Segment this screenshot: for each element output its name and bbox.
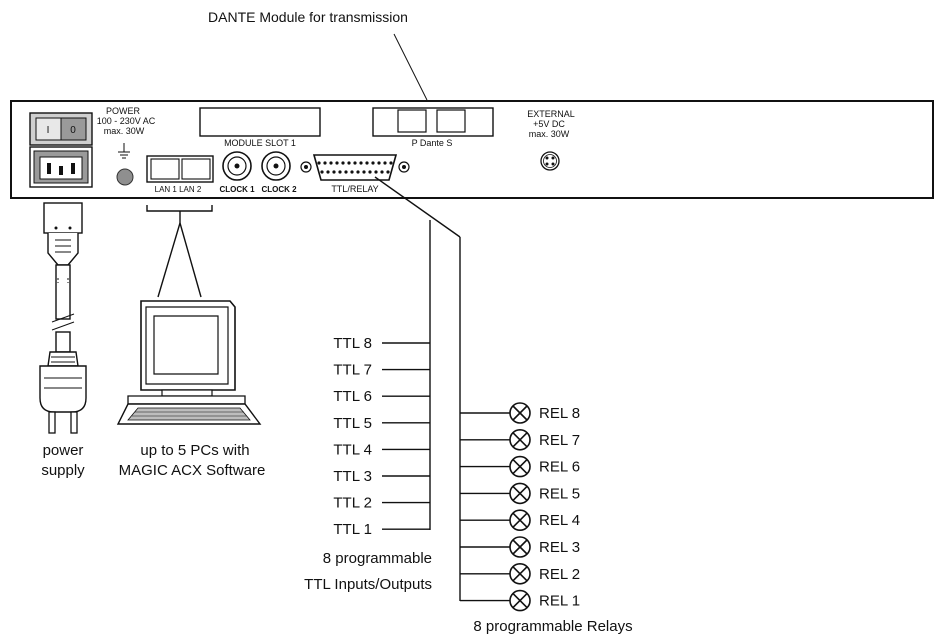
relay-bus-feed — [374, 176, 461, 238]
relay-lamp-icon — [509, 509, 531, 532]
relay-label: REL 2 — [539, 566, 580, 583]
relay-label: REL 1 — [539, 593, 580, 610]
module-slot-1 — [199, 107, 321, 137]
relay-lamp-icon — [509, 428, 531, 451]
relay-label: REL 4 — [539, 512, 580, 529]
relay-row: REL 2 — [460, 562, 580, 585]
clock-1-label: CLOCK 1 — [219, 185, 255, 194]
relay-row: REL 3 — [460, 536, 580, 558]
ttl-caption-2: TTL Inputs/Outputs — [304, 576, 432, 593]
clock-2-connector[interactable] — [261, 151, 291, 181]
ttl-row: TTL 7 — [333, 362, 430, 379]
ttl-label: TTL 1 — [333, 521, 372, 538]
ttl-label: TTL 6 — [333, 388, 372, 405]
relay-caption: 8 programmable Relays — [473, 618, 632, 635]
ground-icon — [118, 143, 130, 159]
dante-module-callout: DANTE Module for transmission — [208, 9, 408, 25]
relay-lamp-icon — [509, 455, 531, 478]
ttl-row: TTL 8 — [333, 335, 430, 352]
ground-terminal — [116, 168, 134, 186]
clock-1-connector[interactable] — [222, 151, 252, 181]
relay-row: REL 8 — [460, 402, 580, 424]
power-supply-label-1: power — [43, 442, 84, 459]
relay-lamp-icon — [509, 562, 531, 585]
relay-label: REL 3 — [539, 539, 580, 556]
ttl-label: TTL 5 — [333, 415, 372, 432]
switch-on-label: I — [47, 125, 50, 136]
pcs-label-2: MAGIC ACX Software — [119, 462, 266, 479]
ttl-row: TTL 5 — [333, 415, 430, 432]
power-title: POWER — [106, 106, 141, 116]
relay-label: REL 7 — [539, 432, 580, 449]
relay-lamp-icon — [509, 536, 531, 558]
external-max: max. 30W — [529, 129, 570, 139]
external-voltage: +5V DC — [533, 119, 565, 129]
relay-row: REL 6 — [460, 455, 580, 478]
ttl-label: TTL 2 — [333, 495, 372, 512]
power-max: max. 30W — [104, 126, 145, 136]
external-power-connector — [540, 151, 560, 171]
ttl-row: TTL 4 — [333, 441, 430, 458]
ttl-row: TTL 6 — [333, 388, 430, 405]
relay-row: REL 5 — [460, 482, 580, 505]
pcs-label-1: up to 5 PCs with — [140, 442, 249, 459]
relay-label: REL 8 — [539, 405, 580, 422]
power-inlet — [29, 146, 93, 188]
ttl-relay-connector[interactable] — [300, 154, 410, 181]
relay-lamp-icon — [509, 402, 531, 424]
switch-off-label: 0 — [70, 125, 76, 136]
ttl-row: TTL 1 — [333, 521, 430, 538]
ttl-label: TTL 7 — [333, 362, 372, 379]
ttl-caption-1: 8 programmable — [323, 550, 432, 567]
relay-row: REL 4 — [460, 509, 580, 532]
clock-2-label: CLOCK 2 — [261, 185, 297, 194]
relay-label: REL 5 — [539, 485, 580, 502]
relay-row: REL 1 — [460, 589, 580, 612]
power-cable-icon — [39, 202, 87, 434]
ttl-row: TTL 2 — [333, 495, 430, 512]
lan-bracket — [146, 205, 213, 298]
external-title: EXTERNAL — [527, 109, 575, 119]
dante-callout-line — [393, 33, 428, 101]
dante-slot — [372, 107, 494, 137]
relay-label: REL 6 — [539, 459, 580, 476]
ttl-row: TTL 3 — [333, 468, 430, 485]
relay-row: REL 7 — [460, 428, 580, 451]
lan-ports[interactable] — [146, 155, 214, 183]
dante-slot-label: P Dante S — [412, 138, 453, 148]
power-voltage: 100 - 230V AC — [97, 116, 156, 126]
power-supply-label-2: supply — [41, 462, 85, 479]
module-slot-label: MODULE SLOT 1 — [224, 138, 296, 148]
pc-icon — [116, 300, 262, 425]
ttl-label: TTL 8 — [333, 335, 372, 352]
ttl-label: TTL 3 — [333, 468, 372, 485]
ttl-label: TTL 4 — [333, 441, 372, 458]
power-switch[interactable]: I 0 — [29, 112, 93, 146]
relay-lamp-icon — [509, 589, 531, 612]
relay-lamp-icon — [509, 482, 531, 505]
ttl-relay-label: TTL/RELAY — [331, 184, 378, 194]
lan-label: LAN 1 LAN 2 — [155, 185, 202, 194]
